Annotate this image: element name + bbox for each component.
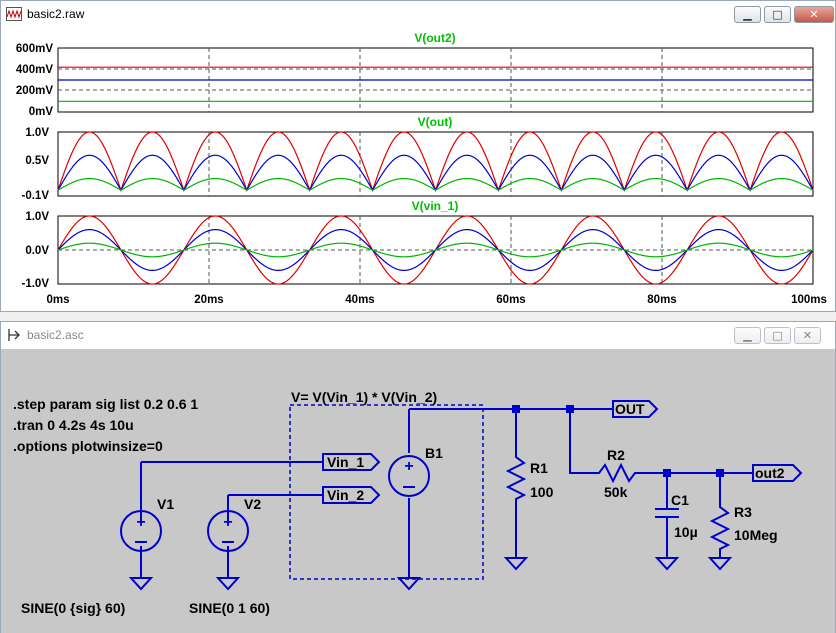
y-tick-label: 600mV — [16, 43, 53, 55]
net-flag-out2 — [752, 464, 803, 482]
net-flag-vin1 — [322, 453, 381, 471]
net-flag-vin2 — [322, 486, 381, 504]
waveform-window-icon — [6, 7, 22, 21]
maximize-button[interactable]: □ — [764, 327, 791, 344]
b1-expression-box — [289, 404, 484, 580]
wires — [140, 408, 753, 578]
v1-value: SINE(0 {sig} 60) — [21, 600, 125, 616]
x-tick-label: 80ms — [647, 294, 676, 306]
vin2-label: Vin_2 — [327, 487, 364, 503]
y-tick-label: -0.1V — [22, 190, 50, 202]
x-axis: 0ms 20ms 40ms 60ms 80ms 100ms — [46, 294, 826, 306]
directive-options[interactable]: .options plotwinsize=0 — [13, 438, 163, 454]
pane-out2[interactable]: V(out2) 600mV 400mV 200mV 0mV — [16, 31, 814, 118]
directive-tran[interactable]: .tran 0 4.2s 4s 10u — [13, 417, 134, 433]
schematic-window-title: basic2.asc — [27, 328, 84, 342]
v2-label: V2 — [244, 496, 261, 512]
c1-capacitor[interactable] — [655, 508, 679, 518]
schematic-canvas[interactable]: + + + — [1, 349, 835, 633]
close-button[interactable]: ✕ — [794, 327, 821, 344]
maximize-button[interactable]: □ — [764, 6, 791, 23]
minimize-icon: ▁ — [743, 8, 752, 21]
r2-value: 50k — [604, 484, 628, 500]
y-tick-label: 200mV — [16, 85, 53, 97]
schematic-window[interactable]: basic2.asc ▁ □ ✕ — [0, 321, 836, 633]
series-line — [57, 177, 814, 191]
x-tick-label: 20ms — [194, 294, 223, 306]
y-tick-label: -1.0V — [22, 278, 50, 290]
junction-dots — [512, 405, 724, 477]
b1-expression[interactable]: V= V(Vin_1) * V(Vin_2) — [291, 389, 437, 405]
b1-label: B1 — [425, 445, 443, 461]
out2-label: out2 — [755, 465, 785, 481]
c1-label: C1 — [671, 492, 689, 508]
directive-step[interactable]: .step param sig list 0.2 0.6 1 — [13, 396, 198, 412]
r3-label: R3 — [734, 504, 752, 520]
minimize-icon: ▁ — [743, 329, 752, 342]
y-tick-label: 1.0V — [25, 211, 49, 223]
v1-label: V1 — [157, 496, 174, 512]
x-tick-label: 60ms — [496, 294, 525, 306]
pane-label-out: V(out) — [418, 115, 453, 129]
maximize-icon: □ — [772, 8, 783, 21]
minimize-button[interactable]: ▁ — [734, 6, 761, 23]
out-label: OUT — [615, 401, 645, 417]
v2-source[interactable]: + — [207, 510, 249, 552]
x-tick-label: 0ms — [46, 294, 69, 306]
waveform-titlebar[interactable]: basic2.raw ▁ □ ✕ — [1, 1, 835, 28]
series-line — [57, 242, 814, 258]
close-button[interactable]: ✕ — [794, 6, 834, 23]
ground-symbols — [128, 557, 733, 591]
r3-value: 10Meg — [734, 527, 778, 543]
x-tick-label: 100ms — [791, 294, 827, 306]
pane-label-vin1: V(vin_1) — [412, 199, 459, 213]
waveform-window[interactable]: basic2.raw ▁ □ ✕ V(out2) 600mV 400mV 200… — [0, 0, 836, 312]
b1-source[interactable]: + — [388, 455, 430, 497]
pane-frame-out — [57, 131, 814, 197]
y-tick-label: 0.0V — [25, 245, 49, 257]
c1-value: 10µ — [674, 524, 698, 540]
v2-value: SINE(0 1 60) — [189, 600, 270, 616]
r3-resistor — [709, 499, 731, 551]
y-tick-label: 0mV — [29, 106, 54, 118]
vin1-label: Vin_1 — [327, 454, 364, 470]
v1-source[interactable]: + — [120, 510, 162, 552]
r2-resistor — [593, 462, 641, 484]
pane-vin1[interactable]: V(vin_1) 1.0V 0.0V -1.0V — [22, 199, 814, 290]
pane-out[interactable]: V(out) 1.0V 0.5V -0.1V — [22, 115, 814, 202]
x-grid — [208, 132, 663, 196]
close-icon: ✕ — [802, 329, 813, 342]
schematic-titlebar[interactable]: basic2.asc ▁ □ ✕ — [1, 322, 835, 349]
schematic-window-icon — [8, 329, 20, 341]
y-tick-label: 0.5V — [25, 155, 49, 167]
waveform-plot-area[interactable]: V(out2) 600mV 400mV 200mV 0mV V(out) — [1, 28, 835, 312]
y-tick-label: 1.0V — [25, 127, 49, 139]
svg-text:+: + — [404, 458, 413, 475]
svg-text:+: + — [136, 514, 145, 531]
waveform-window-title: basic2.raw — [27, 7, 85, 21]
r2-label: R2 — [607, 447, 625, 463]
r1-value: 100 — [530, 484, 554, 500]
r1-resistor — [505, 449, 527, 504]
svg-text:+: + — [223, 514, 232, 531]
pane-label-out2: V(out2) — [414, 31, 455, 45]
r1-label: R1 — [530, 460, 548, 476]
close-icon: ✕ — [809, 8, 819, 21]
net-flag-out — [612, 400, 659, 418]
maximize-icon: □ — [772, 329, 783, 342]
minimize-button[interactable]: ▁ — [734, 327, 761, 344]
x-tick-label: 40ms — [345, 294, 374, 306]
x-grid — [208, 216, 663, 284]
y-tick-label: 400mV — [16, 64, 53, 76]
